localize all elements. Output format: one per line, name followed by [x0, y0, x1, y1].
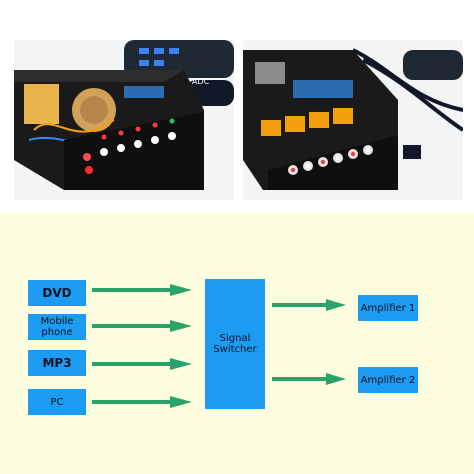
input-box-mobile-phone: Mobile phone: [28, 314, 86, 340]
switcher-back-illustration: [243, 40, 463, 200]
arrow-mp3-to-switcher: [92, 358, 192, 370]
output-box-amplifier-1: Amplifier 1: [358, 295, 418, 321]
input-label: DVD: [42, 286, 72, 300]
photo-switcher-front: ADC: [14, 40, 234, 200]
arrow-switcher-to-amplifier-1: [272, 299, 346, 311]
input-label: MP3: [42, 356, 72, 370]
arrow-mobile-to-switcher: [92, 320, 192, 332]
arrow-switcher-to-amplifier-2: [272, 373, 346, 385]
switcher-front-illustration: ADC: [14, 40, 234, 200]
input-label: PC: [50, 396, 64, 408]
input-label: Mobile phone: [40, 316, 74, 338]
output-label: Amplifier 1: [360, 302, 416, 314]
arrow-pc-to-switcher: [92, 396, 192, 408]
input-box-pc: PC: [28, 389, 86, 415]
output-label: Amplifier 2: [360, 374, 416, 386]
photo-switcher-back: [243, 40, 463, 200]
output-box-amplifier-2: Amplifier 2: [358, 367, 418, 393]
switcher-label: Signal Switcher: [213, 333, 257, 355]
input-box-dvd: DVD: [28, 280, 86, 306]
signal-switcher-box: Signal Switcher: [205, 279, 265, 409]
brand-text: ADC: [192, 77, 210, 86]
arrow-dvd-to-switcher: [92, 284, 192, 296]
input-box-mp3: MP3: [28, 350, 86, 376]
